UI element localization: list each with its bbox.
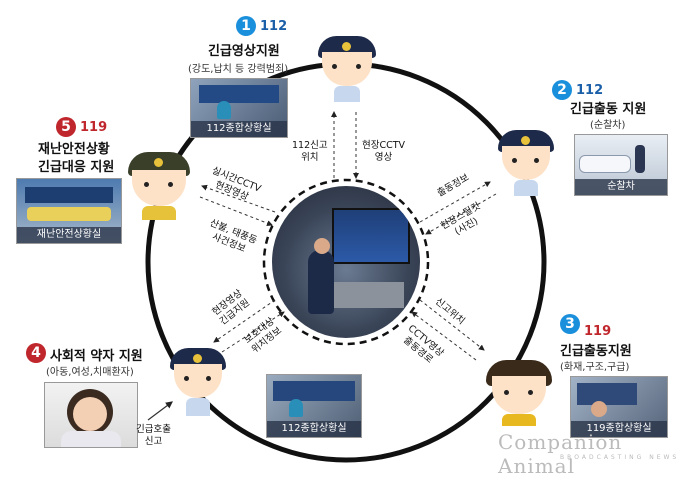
operator-figure <box>308 250 334 314</box>
node3-subtitle: (화재,구조,구급) <box>560 362 630 373</box>
arrow-cctv-route <box>411 311 477 361</box>
center-bottom-photo-caption: 112종합상황실 <box>267 421 361 437</box>
flow-112-report-location: 112신고 위치 <box>292 140 328 163</box>
node1-subtitle: (강도,납치 등 강력범죄) <box>188 64 289 75</box>
arrow-disaster-info <box>199 196 273 226</box>
watermark-subtext: BROADCASTING NEWS <box>560 454 680 461</box>
node1-number-badge: 1 <box>236 16 256 36</box>
center-bottom-control-room-photo: 112종합상황실 <box>266 374 362 438</box>
firefighter-icon <box>484 358 554 428</box>
node2-title: 긴급출동 지원 <box>570 102 647 117</box>
node1-code: 112 <box>260 19 288 34</box>
node3-photo-caption: 119종합상황실 <box>571 421 667 437</box>
console-desk <box>334 282 404 308</box>
police-officer-icon <box>494 128 558 200</box>
node3-control-room-photo: 119종합상황실 <box>570 376 668 438</box>
node2-photo-caption: 순찰차 <box>575 179 667 195</box>
node5-title-line2: 긴급대응 지원 <box>38 160 115 175</box>
arrow-dispatch-info <box>419 181 491 223</box>
node4-number-badge: 4 <box>26 343 46 363</box>
center-dashed-circle <box>262 178 430 346</box>
police-officer-icon <box>314 34 380 104</box>
arrow-emergency-call <box>147 401 173 421</box>
flow-field-cctv-video: 현장CCTV 영상 <box>362 140 406 163</box>
emergency-call-label: 긴급호출 신고 <box>136 424 171 447</box>
node3-code: 119 <box>584 324 612 339</box>
police-officer-icon <box>166 346 230 420</box>
node1-title: 긴급영상지원 <box>208 44 280 59</box>
node5-disaster-room-photo: 재난안전상황실 <box>16 178 122 244</box>
node3-number-badge: 3 <box>560 314 580 334</box>
center-control-room-photo <box>272 186 420 338</box>
arrow-still-cut <box>425 193 497 235</box>
node4-crying-child-photo <box>44 382 138 448</box>
node2-code: 112 <box>576 83 604 98</box>
node1-control-room-photo: 112종합상황실 <box>190 78 288 138</box>
node2-number-badge: 2 <box>552 80 572 100</box>
node5-number-badge: 5 <box>56 117 76 137</box>
node4-subtitle: (아동,여성,치매환자) <box>46 367 134 378</box>
arrow-report-location <box>419 299 485 351</box>
arrow-field-video <box>213 299 276 343</box>
node5-photo-caption: 재난안전상황실 <box>17 227 121 243</box>
arrow-protect-location <box>221 311 285 353</box>
monitor-wall <box>332 208 410 264</box>
node5-title-line1: 재난안전상황 <box>38 142 110 157</box>
node2-subtitle: (순찰차) <box>590 120 626 131</box>
node4-title: 사회적 약자 지원 <box>50 349 143 364</box>
node1-photo-caption: 112종합상황실 <box>191 121 287 137</box>
node3-title: 긴급출동지원 <box>560 344 632 359</box>
civil-defense-officer-icon <box>124 150 194 224</box>
node2-patrol-car-photo: 순찰차 <box>574 134 668 196</box>
node5-code: 119 <box>80 120 108 135</box>
arrow-realtime-cctv <box>201 184 276 213</box>
